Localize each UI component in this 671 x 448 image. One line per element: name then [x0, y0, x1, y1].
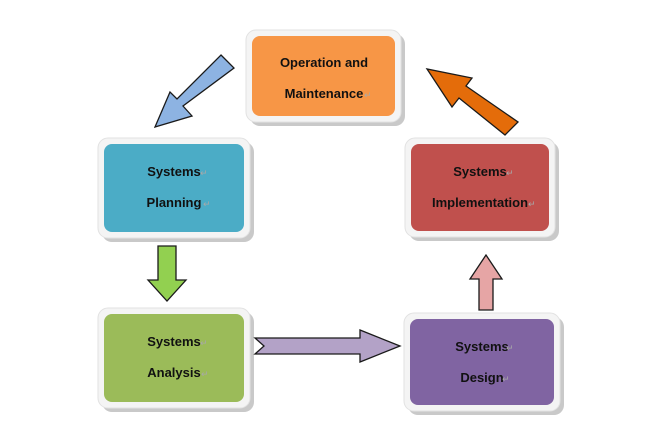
paragraph-mark: ↵ — [506, 344, 514, 354]
arrow-up-icon — [468, 253, 504, 311]
arrow-right-icon — [253, 329, 402, 363]
paragraph-mark: ↵ — [528, 200, 536, 210]
stage-implementation-line2: Implementation — [432, 195, 528, 210]
paragraph-mark: ↵ — [200, 339, 208, 349]
paragraph-mark: ↵ — [506, 169, 514, 179]
stage-analysis-line1: Systems — [147, 334, 200, 349]
stage-analysis-line2: Analysis — [147, 365, 200, 380]
stage-design-fill — [410, 319, 554, 405]
stage-design-line2: Design — [460, 370, 503, 385]
stage-planning-line2: Planning — [147, 195, 202, 210]
stage-planning-line1: Systems — [147, 164, 200, 179]
arrow-down-left-icon — [153, 54, 235, 129]
stage-operation-maintenance: Operation and Maintenance ↵ — [245, 29, 405, 126]
stage-implementation-line1: Systems — [453, 164, 506, 179]
stage-planning-fill — [104, 144, 244, 232]
arrow-up-left-icon — [425, 68, 520, 136]
paragraph-mark: ↵ — [200, 169, 208, 179]
paragraph-mark: ↵ — [203, 200, 211, 210]
stage-implementation-fill — [411, 144, 549, 231]
arrow-down-icon — [146, 245, 188, 302]
paragraph-mark: ↵ — [201, 370, 209, 380]
stage-systems-design: Systems Design ↵ ↵ — [403, 312, 564, 415]
stage-operation-fill — [252, 36, 395, 116]
stage-design-line1: Systems — [455, 339, 508, 354]
paragraph-mark: ↵ — [364, 91, 372, 101]
stage-operation-line1: Operation and — [280, 55, 368, 70]
stage-systems-implementation: Systems Implementation ↵ ↵ — [404, 137, 559, 241]
stage-analysis-fill — [104, 314, 244, 402]
stage-operation-line2: Maintenance — [285, 86, 364, 101]
stage-systems-analysis: Systems Analysis ↵ ↵ — [97, 307, 254, 412]
stage-systems-planning: Systems Planning ↵ ↵ — [97, 137, 254, 242]
paragraph-mark: ↵ — [502, 375, 510, 385]
